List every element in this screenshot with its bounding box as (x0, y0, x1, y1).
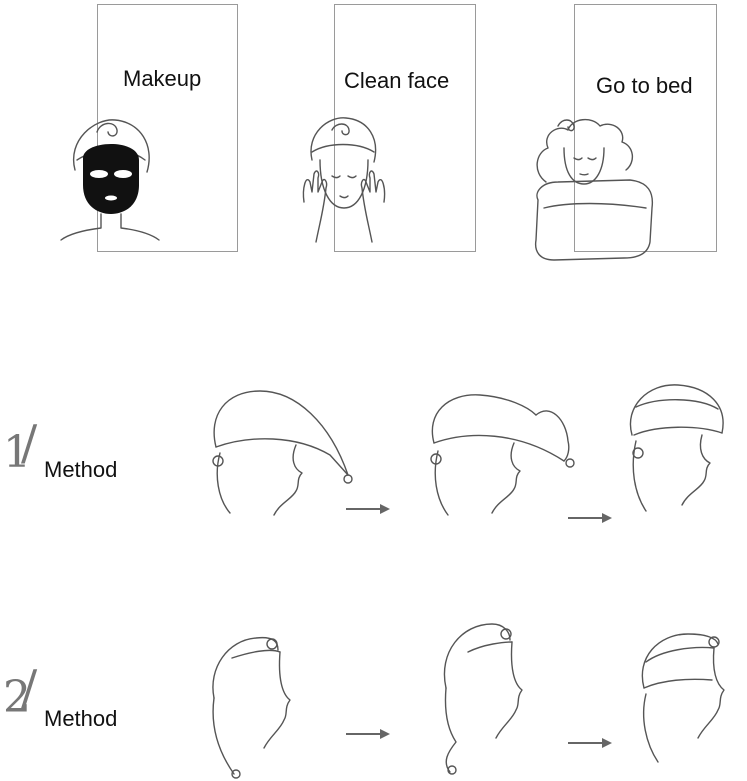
towel-step-5-icon (443, 623, 523, 775)
arrow-right-icon (568, 738, 612, 748)
step-card-go-to-bed (574, 4, 717, 252)
method-label-2: Method (44, 706, 118, 731)
method-number-2: 2 (3, 672, 31, 723)
arrow-right-icon (346, 729, 390, 739)
towel-step-1-icon (212, 390, 353, 516)
sleeping-woman-icon (534, 119, 654, 261)
towel-step-6-icon (641, 633, 725, 763)
face-mask-towel-icon (60, 119, 160, 241)
method-number-1: 1 (3, 427, 31, 478)
step-label-clean-face: Clean face (344, 68, 450, 93)
step-label-go-to-bed: Go to bed (596, 73, 693, 98)
towel-step-2-icon (430, 394, 575, 516)
arrow-right-icon (568, 513, 612, 523)
arrow-right-icon (346, 504, 390, 514)
towel-step-3-icon (629, 384, 724, 512)
step-card-clean-face (334, 4, 476, 252)
washing-face-icon (302, 117, 386, 243)
step-label-makeup: Makeup (123, 66, 202, 91)
method-row-1: 1 / Method (0, 384, 747, 535)
method-slash-2: / (21, 660, 38, 716)
method-slash-1: / (21, 415, 38, 471)
method-row-2: 2 / Method (0, 623, 747, 781)
towel-step-4-icon (212, 636, 291, 779)
method-label-1: Method (44, 457, 118, 482)
